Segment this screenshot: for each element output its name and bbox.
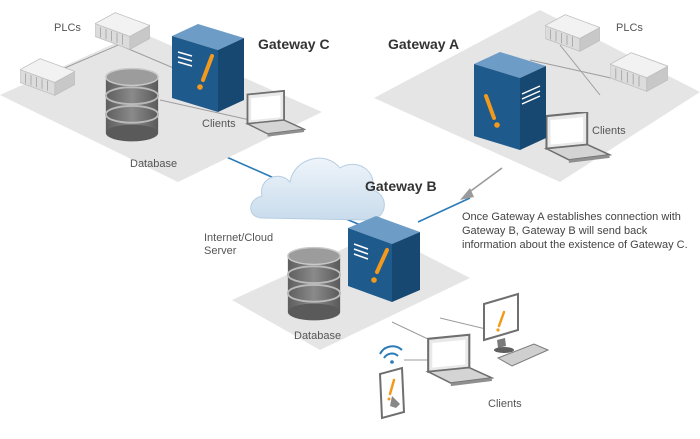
note-line-2: Gateway B, Gateway B will send back [462, 225, 648, 237]
wifi-icon [379, 345, 403, 364]
gateway-c-clients-label: Clients [202, 118, 236, 130]
gateway-a-arrow [467, 167, 503, 194]
mobile-phone-icon[interactable] [378, 366, 406, 420]
gateway-a-clients-label: Clients [592, 125, 626, 137]
database-icon [286, 246, 342, 322]
gateway-c-plcs-label: PLCs [54, 22, 81, 34]
gateway-c-title: Gateway C [258, 36, 330, 52]
gateway-c-database-label: Database [130, 158, 178, 170]
cloud-label-line2: Server [204, 245, 237, 257]
cloud-icon [250, 157, 385, 221]
gateway-c-site [0, 12, 322, 182]
gateway-b-database-label: Database [294, 330, 342, 342]
gateway-a-plcs-label: PLCs [616, 22, 643, 34]
explanation-note: Once Gateway A establishes connection wi… [462, 210, 694, 252]
desktop-monitor-icon[interactable] [483, 292, 550, 367]
gateway-a-server-icon[interactable] [474, 52, 546, 150]
gateway-a-title: Gateway A [388, 36, 460, 52]
gateway-b-clients-label: Clients [488, 398, 522, 410]
platform-gateway-c [0, 32, 322, 182]
gateway-b-clients [378, 292, 550, 420]
gateway-b-title: Gateway B [365, 178, 437, 194]
gateway-b-server-icon[interactable] [348, 216, 420, 302]
gateway-c-server-icon[interactable] [172, 24, 244, 112]
cloud-label-line1: Internet/Cloud [204, 232, 274, 244]
arrowhead-icon [460, 188, 474, 200]
link-gateway-b-gateway-a [417, 197, 471, 223]
note-line-1: Once Gateway A establishes connection wi… [462, 211, 681, 223]
note-line-3: information about the existence of Gatew… [462, 239, 688, 251]
laptop-icon[interactable] [426, 333, 494, 388]
database-icon [104, 67, 160, 143]
